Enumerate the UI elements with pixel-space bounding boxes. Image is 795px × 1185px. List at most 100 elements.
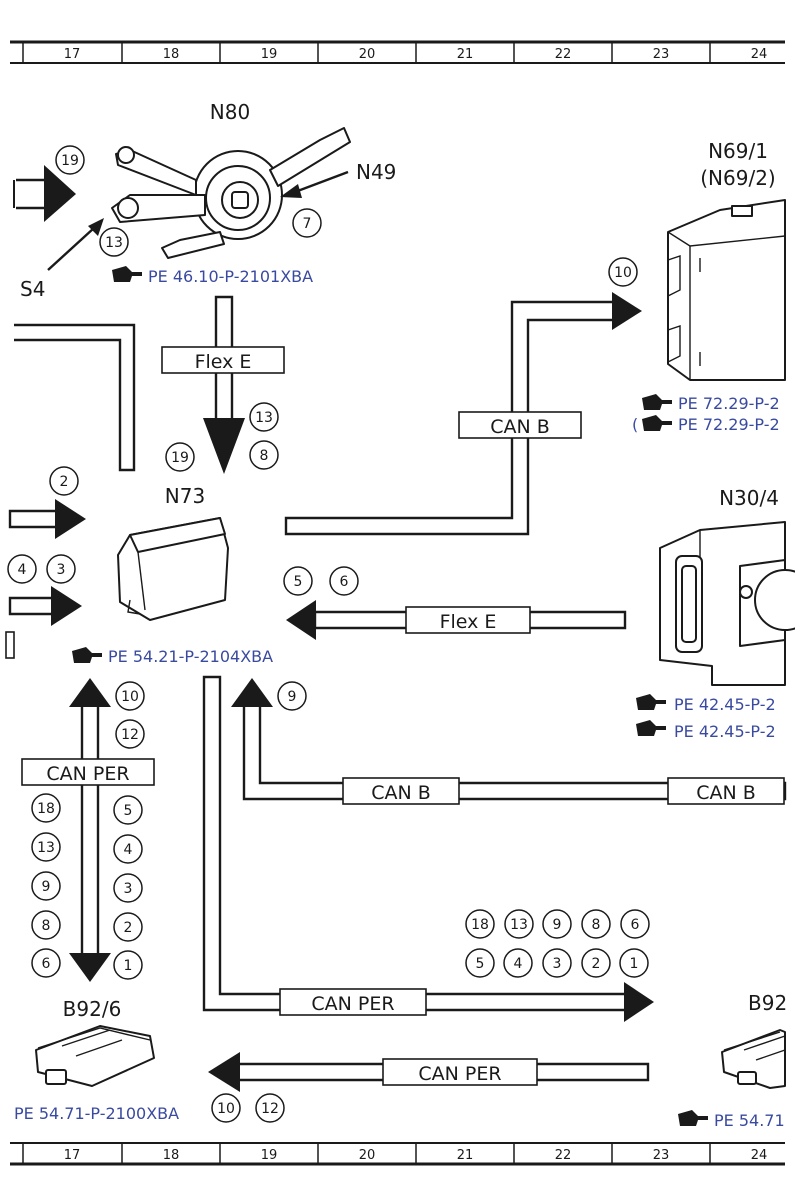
bus-can-per-left: CAN PER	[46, 763, 129, 785]
ref-n30-2[interactable]: PE 42.45-P-2	[674, 722, 776, 741]
ruler-bottom-col-19: 19	[261, 1148, 278, 1163]
ref-n73[interactable]: PE 54.21-P-2104XBA	[108, 647, 273, 666]
b92-right-sensor	[721, 1029, 786, 1089]
svg-text:12: 12	[261, 1101, 279, 1117]
bus-can-b-top: CAN B	[490, 416, 550, 438]
signal-circle: 8	[31, 910, 61, 940]
reference-links: PE 46.10-P-2101XBA PE 72.29-P-2 ( PE 72.…	[14, 266, 785, 1130]
hand-icon	[642, 415, 672, 431]
bus-flex-e-mid: Flex E	[440, 611, 497, 633]
ref-n80[interactable]: PE 46.10-P-2101XBA	[148, 267, 313, 286]
svg-text:6: 6	[42, 956, 51, 972]
hand-icon	[112, 266, 142, 282]
signal-circle: 18	[465, 909, 495, 939]
ref-b92-right[interactable]: PE 54.71	[714, 1111, 785, 1130]
bus-can-per-bottom: CAN PER	[418, 1063, 501, 1085]
svg-text:3: 3	[553, 956, 562, 972]
bus-can-per-mid: CAN PER	[311, 993, 394, 1015]
svg-text:18: 18	[37, 801, 55, 817]
bottom-ruler: 17 18 19 20 21 22 23 24	[10, 1142, 785, 1166]
ref-n69-2[interactable]: PE 72.29-P-2	[678, 415, 780, 434]
ref-n69-2-prefix: (	[632, 415, 638, 434]
label-n69-1: N69/1	[708, 139, 768, 163]
svg-text:8: 8	[260, 448, 269, 464]
svg-text:13: 13	[37, 840, 55, 856]
signal-circle: 7	[292, 208, 322, 238]
label-n69-2: (N69/2)	[700, 166, 775, 190]
signal-circle: 13	[31, 832, 61, 862]
ruler-col-21: 21	[457, 47, 474, 62]
svg-text:1: 1	[124, 958, 133, 974]
hand-icon	[72, 647, 102, 663]
svg-text:8: 8	[42, 918, 51, 934]
signal-circle: 13	[249, 402, 279, 432]
svg-text:1: 1	[630, 956, 639, 972]
svg-text:10: 10	[121, 689, 139, 705]
svg-text:6: 6	[631, 917, 640, 933]
ruler-bottom-col-21: 21	[457, 1148, 474, 1163]
signal-circle: 1	[113, 950, 143, 980]
ruler-bottom-col-23: 23	[653, 1148, 670, 1163]
svg-text:2: 2	[592, 956, 601, 972]
signal-circle: 19	[165, 442, 195, 472]
signal-circle: 10	[211, 1093, 241, 1123]
signal-circle: 8	[581, 909, 611, 939]
ref-n69-1[interactable]: PE 72.29-P-2	[678, 394, 780, 413]
ruler-col-23: 23	[653, 47, 670, 62]
signal-circle: 2	[49, 466, 79, 496]
svg-text:5: 5	[294, 574, 303, 590]
signal-circle: 5	[465, 948, 495, 978]
arrowhead-can-b-up	[231, 678, 273, 707]
svg-text:19: 19	[61, 153, 79, 169]
svg-text:4: 4	[124, 842, 133, 858]
signal-circle: 6	[620, 909, 650, 939]
arrowhead-can-per-down	[69, 953, 111, 982]
signal-circle: 4	[503, 948, 533, 978]
svg-text:10: 10	[217, 1101, 235, 1117]
ruler-bottom-col-22: 22	[555, 1148, 572, 1163]
svg-text:18: 18	[471, 917, 489, 933]
label-n80: N80	[210, 100, 250, 124]
arrowhead-can-per-right	[624, 982, 654, 1022]
ruler-col-17: 17	[64, 47, 81, 62]
signal-circle: 3	[46, 554, 76, 584]
svg-text:13: 13	[255, 410, 273, 426]
svg-text:7: 7	[303, 216, 312, 232]
signal-circle: 10	[608, 257, 638, 287]
signal-circle: 5	[283, 566, 313, 596]
arrowhead-flex-e-down	[203, 418, 245, 474]
n73-module	[117, 517, 229, 621]
signal-circle: 1	[619, 948, 649, 978]
ruler-bottom-col-24: 24	[751, 1148, 768, 1163]
signal-circle: 3	[113, 873, 143, 903]
label-b92-right: B92	[748, 991, 787, 1015]
signal-circle: 6	[329, 566, 359, 596]
label-n30-4: N30/4	[719, 486, 779, 510]
bus-can-b-bottom-2: CAN B	[696, 782, 756, 804]
n30-4-module	[659, 521, 795, 686]
wire-can-per-left	[80, 703, 100, 957]
signal-circle: 19	[55, 145, 85, 175]
signal-circle: 3	[542, 948, 572, 978]
label-b92-6: B92/6	[63, 997, 122, 1021]
svg-text:4: 4	[18, 562, 27, 578]
signal-circle: 9	[542, 909, 572, 939]
ref-b92-6[interactable]: PE 54.71-P-2100XBA	[14, 1104, 179, 1123]
ref-n30-1[interactable]: PE 42.45-P-2	[674, 695, 776, 714]
svg-text:2: 2	[60, 474, 69, 490]
ruler-col-22: 22	[555, 47, 572, 62]
arrowhead-can-b-n69	[612, 292, 642, 330]
label-n73: N73	[165, 484, 205, 508]
ruler-bottom-col-20: 20	[359, 1148, 376, 1163]
svg-text:5: 5	[124, 803, 133, 819]
wire-left-2	[8, 509, 60, 529]
label-s4: S4	[20, 277, 45, 301]
pointer-arrows	[47, 170, 349, 271]
svg-text:6: 6	[340, 574, 349, 590]
signal-circle: 12	[115, 719, 145, 749]
n69-module	[667, 199, 786, 381]
signal-circle: 13	[99, 227, 129, 257]
signal-circle: 2	[581, 948, 611, 978]
svg-text:10: 10	[614, 265, 632, 281]
